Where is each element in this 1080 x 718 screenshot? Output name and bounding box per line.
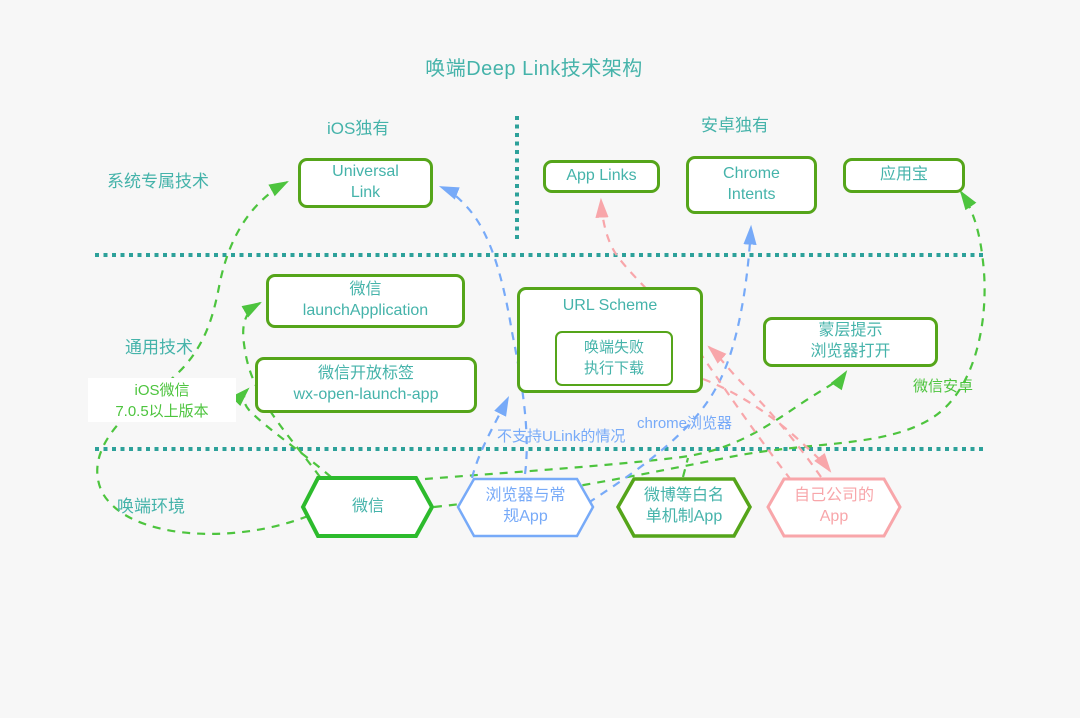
- section-label-ios: iOS独有: [327, 119, 390, 138]
- edge-url-scheme-to-own-app: [702, 377, 832, 473]
- row-label-system-tech: 系统专属技术: [107, 172, 209, 191]
- hexagon-browser-label: 浏览器与常 规App: [485, 487, 566, 525]
- hexagon-weibo: [615, 477, 753, 538]
- edge-weibo-stub: [681, 457, 690, 478]
- annotation-ios-wechat-version: iOS微信 7.0.5以上版本: [88, 378, 236, 422]
- node-wechat-launchapplication: 微信 launchApplication: [266, 274, 465, 328]
- hexagon-weibo-label: 微博等白名 单机制App: [643, 487, 724, 525]
- row-label-environment: 唤端环境: [117, 497, 185, 516]
- edge-wechat-to-yingyongbao: [433, 190, 986, 509]
- node-yingyongbao: 应用宝: [843, 158, 965, 193]
- edge-browser-to-url-scheme: [470, 396, 509, 479]
- node-fail-download: 唤端失败 执行下载: [555, 331, 673, 386]
- hexagon-wechat-label: 微信: [351, 497, 384, 515]
- node-wx-open-launch-app: 微信开放标签 wx-open-launch-app: [255, 357, 477, 413]
- hexagon-own-app-label: 自己公司的 App: [793, 487, 874, 525]
- section-label-android: 安卓独有: [701, 116, 769, 135]
- hexagon-browser: [456, 477, 595, 538]
- edge-browser-to-chrome-intents: [587, 224, 757, 504]
- node-mask-tip: 蒙层提示 浏览器打开: [763, 317, 938, 367]
- edge-own-app-to-url-scheme: [707, 345, 822, 478]
- edge-wechat-to-launchapplication: [241, 301, 321, 478]
- url-scheme-label: URL Scheme: [562, 297, 658, 314]
- hexagon-wechat: [300, 476, 435, 538]
- edge-wechat-to-wx-open-launch-app: [230, 387, 332, 478]
- edge-wechat-to-mask-tip: [424, 370, 848, 481]
- node-app-links: App Links: [543, 160, 660, 193]
- node-chrome-intents: Chrome Intents: [686, 156, 817, 214]
- edge-browser-to-universal-link: [438, 185, 528, 475]
- node-url-scheme: URL Scheme 唤端失败 执行下载: [517, 287, 703, 393]
- annotation-chrome-browser: chrome浏览器: [637, 415, 733, 432]
- hexagon-own-app: [766, 477, 902, 538]
- annotation-wechat-android: 微信安卓: [913, 378, 974, 395]
- node-universal-link: Universal Link: [298, 158, 433, 208]
- page-title: 唤端Deep Link技术架构: [425, 58, 643, 80]
- edge-wechat-to-universal-link: [96, 180, 309, 535]
- annotation-ulink-unsupported: 不支持ULink的情况: [497, 428, 626, 445]
- row-label-general-tech: 通用技术: [125, 338, 193, 357]
